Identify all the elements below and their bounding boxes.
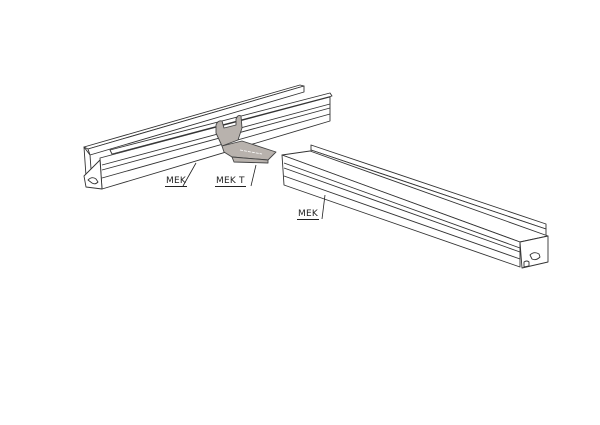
leader-lines [182,162,326,220]
label-mek-left: MEK [165,176,187,187]
right-rail [281,144,549,269]
bracket-mek-t [215,114,277,164]
label-mek-t: MEK T [215,176,246,187]
label-mek-right: MEK [297,209,319,220]
